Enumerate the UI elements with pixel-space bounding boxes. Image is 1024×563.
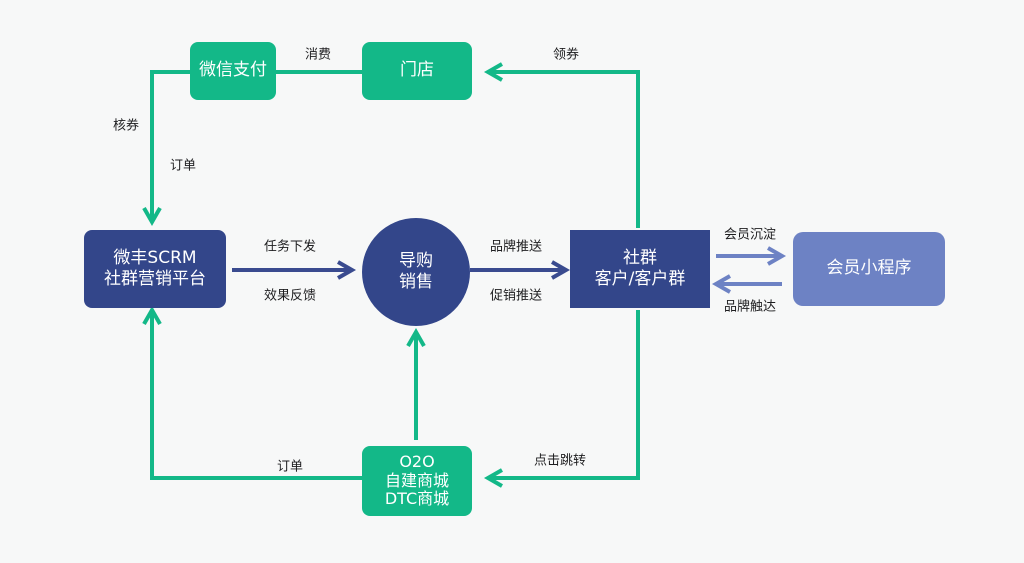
edge-label-redeem: 核券 [112, 118, 140, 134]
wechat-pay-label: 微信支付 [199, 60, 267, 81]
edge-label-consume: 消费 [304, 47, 332, 63]
edge-label-brand-push: 品牌推送 [489, 239, 543, 255]
arrowhead-community-to-o2o [483, 468, 503, 488]
o2o-label-line2: 自建商城 [384, 470, 449, 490]
scrm-node: 微丰SCRM 社群营销平台 [84, 230, 226, 308]
edge-label-click-jump: 点击跳转 [533, 453, 587, 469]
guide-label-line1: 导购 [399, 250, 433, 271]
community-label-line2: 客户/客户群 [594, 269, 686, 289]
edge-label-order-top: 订单 [169, 158, 197, 174]
guide-sales-node: 导购 销售 [362, 218, 470, 326]
arrowhead-o2o-to-guide [406, 327, 426, 347]
o2o-label-line1: O2O [399, 452, 435, 472]
arrow-wechatpay-to-scrm [150, 70, 190, 222]
edge-label-order-bottom: 订单 [276, 459, 304, 475]
edge-label-feedback: 效果反馈 [263, 288, 317, 304]
community-label-line1: 社群 [623, 247, 657, 268]
arrowhead-mini-to-community [711, 274, 731, 294]
store-label: 门店 [400, 60, 434, 81]
arrowhead-guide-to-community [551, 260, 571, 280]
arrowhead-scrm-to-guide [337, 260, 357, 280]
arrow-community-to-o2o [488, 310, 640, 480]
scrm-label-line1: 微丰SCRM [113, 247, 197, 268]
edge-label-claim-coupon: 领券 [552, 47, 580, 63]
community-node: 社群 客户/客户群 [570, 230, 710, 308]
arrowhead-o2o-to-scrm [142, 305, 162, 325]
o2o-node: O2O 自建商城 DTC商城 [362, 446, 472, 516]
edge-label-promo-push: 促销推送 [489, 288, 543, 304]
guide-label-line2: 销售 [399, 272, 433, 292]
arrow-community-to-store [488, 70, 640, 228]
mini-program-node: 会员小程序 [793, 232, 945, 306]
scrm-label-line2: 社群营销平台 [104, 269, 206, 289]
arrow-o2o-to-scrm [150, 310, 362, 480]
arrowhead-community-to-store [483, 62, 503, 82]
o2o-label-line3: DTC商城 [384, 489, 450, 509]
arrowhead-community-to-mini [767, 246, 787, 266]
arrowhead-wechatpay-to-scrm [142, 207, 162, 227]
store-node: 门店 [362, 42, 472, 100]
edge-label-task-dispatch: 任务下发 [263, 239, 317, 255]
mini-program-label: 会员小程序 [826, 258, 912, 279]
wechat-pay-node: 微信支付 [190, 42, 276, 100]
edge-label-member-retention: 会员沉淀 [723, 227, 777, 243]
edge-label-brand-reach: 品牌触达 [723, 299, 777, 315]
